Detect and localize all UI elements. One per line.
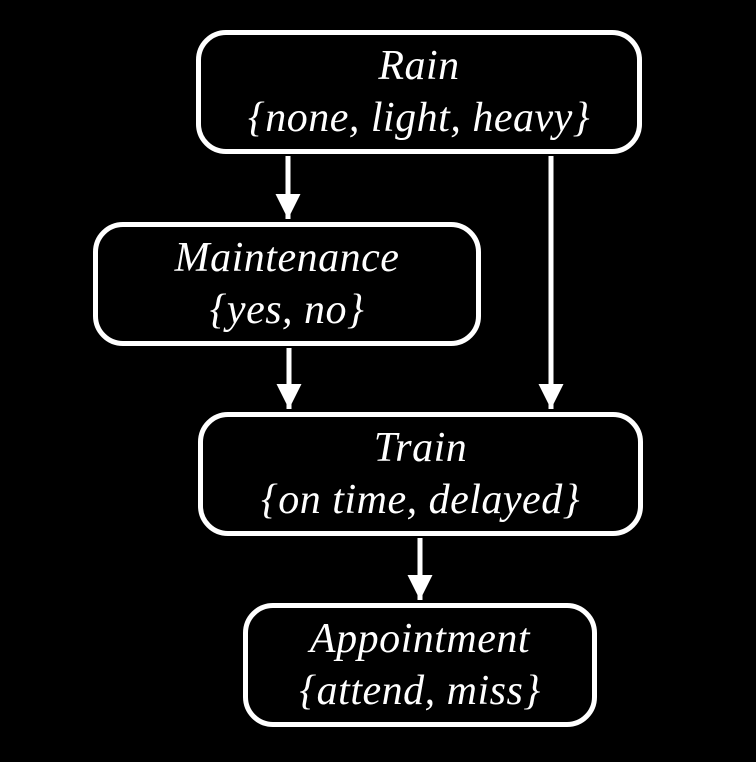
node-maintenance-label: Maintenance — [174, 235, 400, 281]
node-maintenance-values: {yes, no} — [209, 287, 365, 333]
node-rain: Rain {none, light, heavy} — [196, 30, 642, 154]
node-appointment-label: Appointment — [309, 616, 531, 662]
node-rain-label: Rain — [378, 43, 460, 89]
node-maintenance: Maintenance {yes, no} — [93, 222, 481, 346]
node-train-label: Train — [373, 425, 468, 471]
node-train-values: {on time, delayed} — [261, 477, 580, 523]
node-train: Train {on time, delayed} — [198, 412, 643, 536]
node-appointment-values: {attend, miss} — [299, 668, 541, 714]
node-rain-values: {none, light, heavy} — [247, 95, 591, 141]
node-appointment: Appointment {attend, miss} — [243, 603, 597, 727]
